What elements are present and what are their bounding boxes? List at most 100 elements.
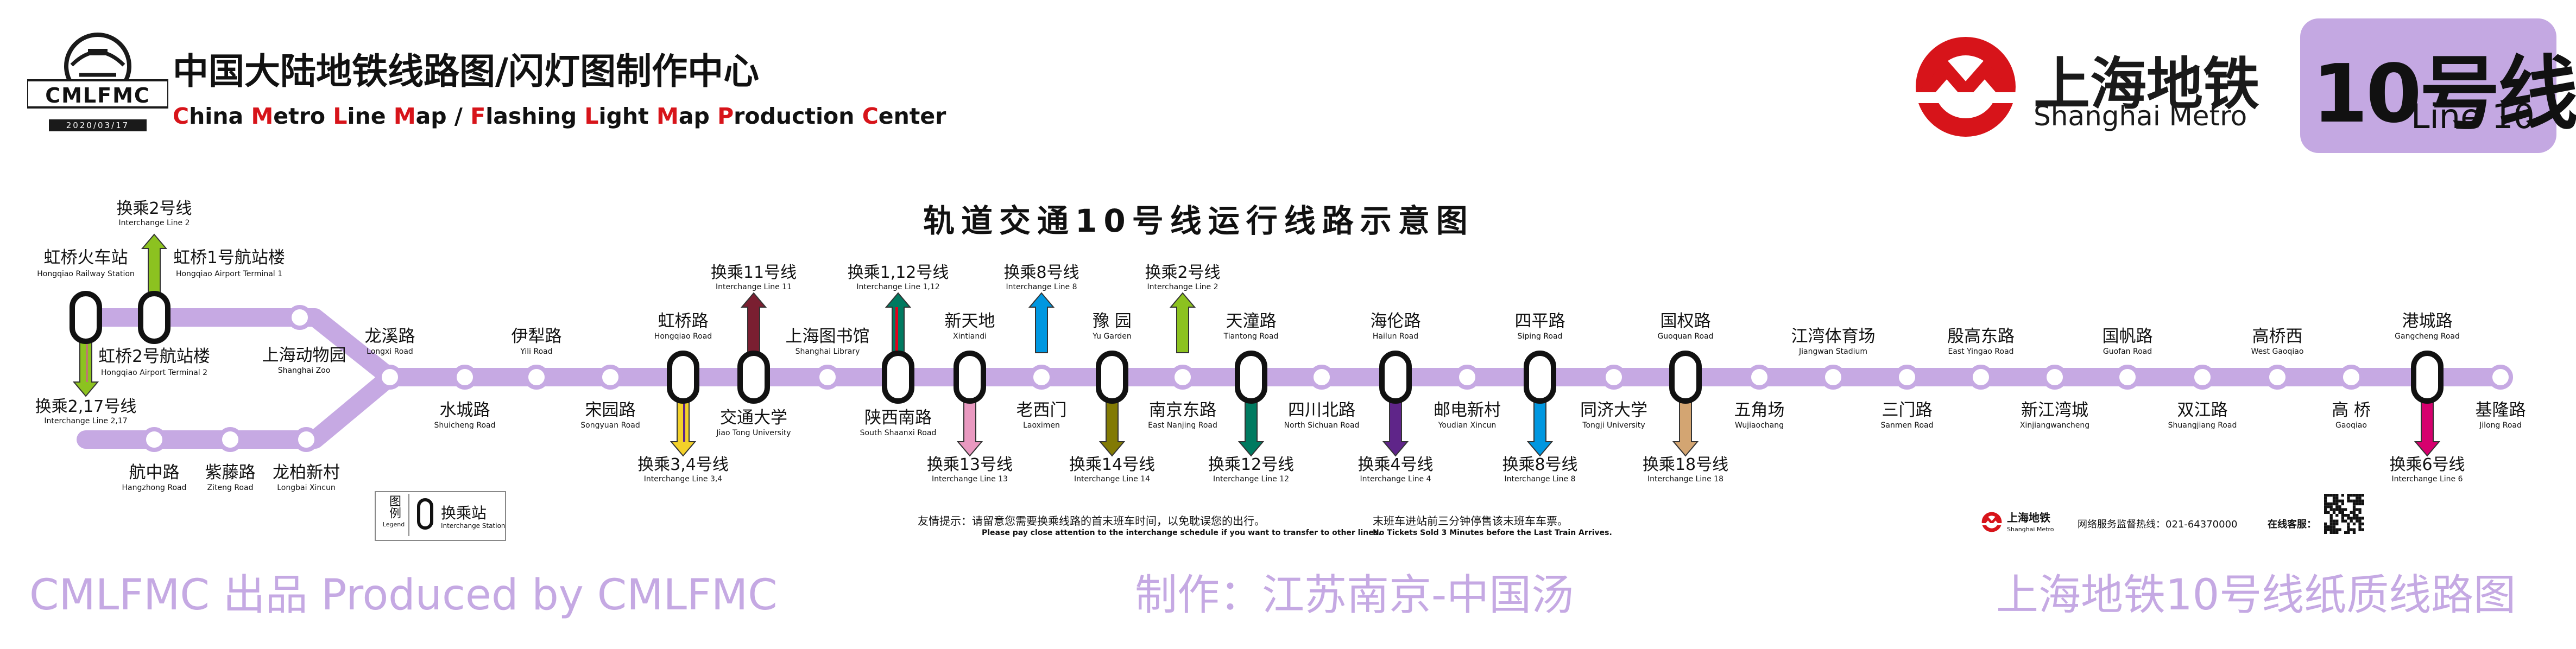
station-name-en-yili: Yili Road xyxy=(520,347,553,356)
qr-module xyxy=(2352,514,2356,517)
station-dot-shuicheng[interactable] xyxy=(452,365,477,390)
station-dot-nsr[interactable] xyxy=(1309,365,1334,390)
interchange-marker-sxr[interactable] xyxy=(882,351,914,404)
qr-module xyxy=(2329,525,2333,529)
station-dot-longbai[interactable] xyxy=(294,427,319,452)
station-name-shuangjiang: 双江路 xyxy=(2177,400,2228,420)
qr-module xyxy=(2335,508,2339,511)
station-name-hangzhong: 航中路 xyxy=(129,463,180,482)
station-name-en-hongqiao-t1: Hongqiao Airport Terminal 1 xyxy=(175,270,283,278)
interchange-label-en-i1_12: Interchange Line 1,12 xyxy=(856,283,940,291)
interchange-label-en-i12: Interchange Line 12 xyxy=(1213,475,1289,483)
qr-module xyxy=(2356,499,2359,502)
qr-module xyxy=(2335,499,2339,502)
interchange-marker-xintiandi[interactable] xyxy=(954,351,986,404)
station-dot-gaoqiao[interactable] xyxy=(2339,365,2364,390)
station-dot-jiangwan[interactable] xyxy=(1821,365,1846,390)
station-dot-songyuan[interactable] xyxy=(598,365,623,390)
station-name-en-hailun: Hailun Road xyxy=(1372,332,1419,341)
station-dot-ziteng[interactable] xyxy=(218,427,243,452)
station-dot-guofan[interactable] xyxy=(2115,365,2140,390)
station-dot-xinjiangwan[interactable] xyxy=(2042,365,2067,390)
qr-module xyxy=(2350,511,2353,514)
interchange-marker-tiantong[interactable] xyxy=(1235,351,1267,404)
station-name-en-guoquan: Guoquan Road xyxy=(1657,332,1714,341)
interchange-arrow-i8a xyxy=(1028,292,1055,353)
legend xyxy=(375,491,506,541)
station-name-jilong: 基隆路 xyxy=(2475,400,2526,420)
station-name-shanghai-zoo: 上海动物园 xyxy=(262,346,346,365)
qr-code-icon[interactable] xyxy=(2324,494,2364,534)
interchange-label-en-i2b: Interchange Line 2 xyxy=(1147,283,1218,291)
station-dot-shanghai-zoo[interactable] xyxy=(287,305,312,330)
qr-module xyxy=(2324,522,2327,526)
station-name-en-ziteng: Ziteng Road xyxy=(207,483,254,492)
station-dot-youdian[interactable] xyxy=(1455,365,1480,390)
qr-module xyxy=(2347,497,2350,500)
interchange-marker-hailun[interactable] xyxy=(1379,351,1412,404)
interchange-marker-guoquan[interactable] xyxy=(1669,351,1702,404)
legend-divider xyxy=(408,494,409,536)
subtitle-part: M xyxy=(393,103,416,129)
line-name-en: Line 10 xyxy=(2411,97,2535,136)
interchange-arrow-i4 xyxy=(1382,402,1409,457)
station-dot-tongji[interactable] xyxy=(1601,365,1626,390)
station-name-yingao: 殷高东路 xyxy=(1947,327,2015,346)
station-name-hongqiao-rd: 虹桥路 xyxy=(658,311,709,331)
brand-name-cn: 上海地铁 xyxy=(2034,51,2260,117)
station-dot-laoximen[interactable] xyxy=(1029,365,1054,390)
interchange-marker-jiaotong[interactable] xyxy=(737,351,770,404)
qr-module xyxy=(2338,508,2341,511)
legend-title: 图例 Legend xyxy=(382,495,405,528)
station-dot-yingao[interactable] xyxy=(1968,365,1993,390)
qr-module xyxy=(2335,519,2339,523)
ticket-en: No Tickets Sold 3 Minutes before the Las… xyxy=(1373,529,1612,537)
qr-module xyxy=(2350,519,2353,523)
interchange-arrow-i18 xyxy=(1672,402,1699,457)
station-name-en-sanmen: Sanmen Road xyxy=(1880,421,1934,430)
qr-module xyxy=(2338,499,2341,502)
interchange-arrow-i12 xyxy=(1238,402,1265,457)
station-name-enr: 南京东路 xyxy=(1149,400,1216,420)
station-dot-yili[interactable] xyxy=(524,365,549,390)
qr-module xyxy=(2352,499,2356,502)
qr-module xyxy=(2329,514,2333,517)
interchange-arrows xyxy=(72,233,2441,457)
qr-module xyxy=(2361,528,2364,531)
subtitle-part: enter xyxy=(878,103,946,129)
line1-stripe xyxy=(895,307,898,353)
interchange-arrow-i2b xyxy=(1169,292,1196,353)
interchange-marker-yugarden[interactable] xyxy=(1096,351,1128,404)
interchange-marker-hongqiao-rd[interactable] xyxy=(667,351,699,404)
qr-module xyxy=(2324,497,2327,500)
station-dot-longxi[interactable] xyxy=(377,365,402,390)
station-dot-gaoqiaowest[interactable] xyxy=(2265,365,2290,390)
station-dot-sanmen[interactable] xyxy=(1895,365,1920,390)
interchange-label-en-i2a: Interchange Line 2 xyxy=(118,219,190,227)
station-name-gaoqiaowest: 高桥西 xyxy=(2252,327,2303,346)
interchange-label-en-i14: Interchange Line 14 xyxy=(1074,475,1150,483)
tip-en: Please pay close attention to the interc… xyxy=(982,529,1381,537)
station-dot-shuangjiang[interactable] xyxy=(2190,365,2215,390)
station-dot-enr[interactable] xyxy=(1170,365,1195,390)
interchange-label-i2b: 换乘2号线 xyxy=(1145,263,1221,282)
interchange-marker-hongqiao-t1[interactable] xyxy=(138,291,171,344)
interchange-marker-siping[interactable] xyxy=(1524,351,1556,404)
qr-module xyxy=(2332,499,2336,502)
station-dot-wujiaochang[interactable] xyxy=(1747,365,1772,390)
qr-module xyxy=(2332,528,2336,531)
interchange-marker-hongqiao-railway[interactable] xyxy=(70,291,102,344)
qr-module xyxy=(2361,494,2364,497)
interchange-marker-gangcheng[interactable] xyxy=(2411,351,2444,404)
station-dot-library[interactable] xyxy=(815,365,840,390)
station-name-hailun: 海伦路 xyxy=(1370,311,1421,331)
qr-module xyxy=(2335,497,2339,500)
interchange-label-i18: 换乘18号线 xyxy=(1642,455,1729,474)
station-dot-jilong[interactable] xyxy=(2488,365,2513,390)
station-dot-hangzhong[interactable] xyxy=(142,427,167,452)
station-name-shuicheng: 水城路 xyxy=(439,400,490,420)
qr-module xyxy=(2341,494,2344,497)
interchange-label-i12: 换乘12号线 xyxy=(1208,455,1295,474)
org-subtitle: China Metro Line Map / Flashing Light Ma… xyxy=(173,103,946,129)
